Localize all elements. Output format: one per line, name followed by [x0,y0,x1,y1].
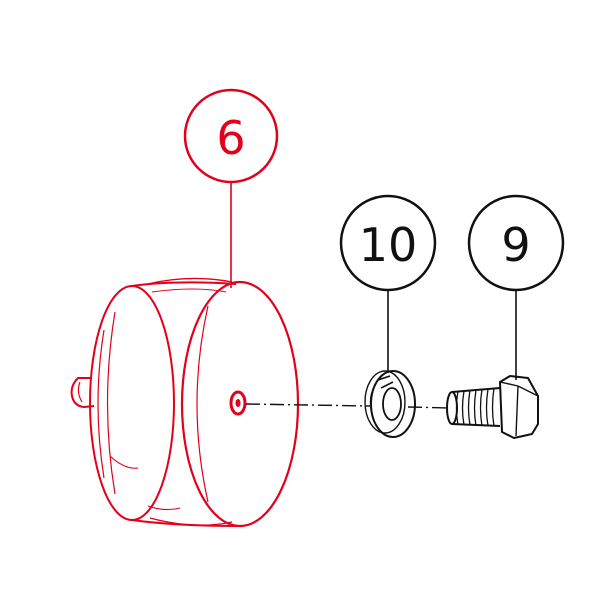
end-cap-stub [70,377,95,408]
end-cap-back-rim [89,285,175,521]
lock-washer-part[interactable] [364,370,416,438]
callout-10-label: 10 [359,218,418,272]
lock-washer-outer [370,370,416,438]
callout-6-label: 6 [216,111,245,165]
end-cap-center-hole [229,390,247,416]
callout-9[interactable]: 9 [467,194,565,380]
lock-washer-split [377,375,394,389]
assembly-axis-line [245,403,451,409]
callout-6[interactable]: 6 [183,88,279,288]
hex-bolt-part[interactable] [446,375,539,439]
end-cap-part[interactable] [70,277,300,528]
bolt-hex-head [499,375,539,439]
end-cap-front-face [180,280,300,528]
lock-washer-inner [382,387,402,421]
callout-10[interactable]: 10 [339,194,437,373]
bolt-tip [446,391,458,425]
callout-9-label: 9 [501,218,530,272]
end-cap-top-edge [131,281,237,287]
